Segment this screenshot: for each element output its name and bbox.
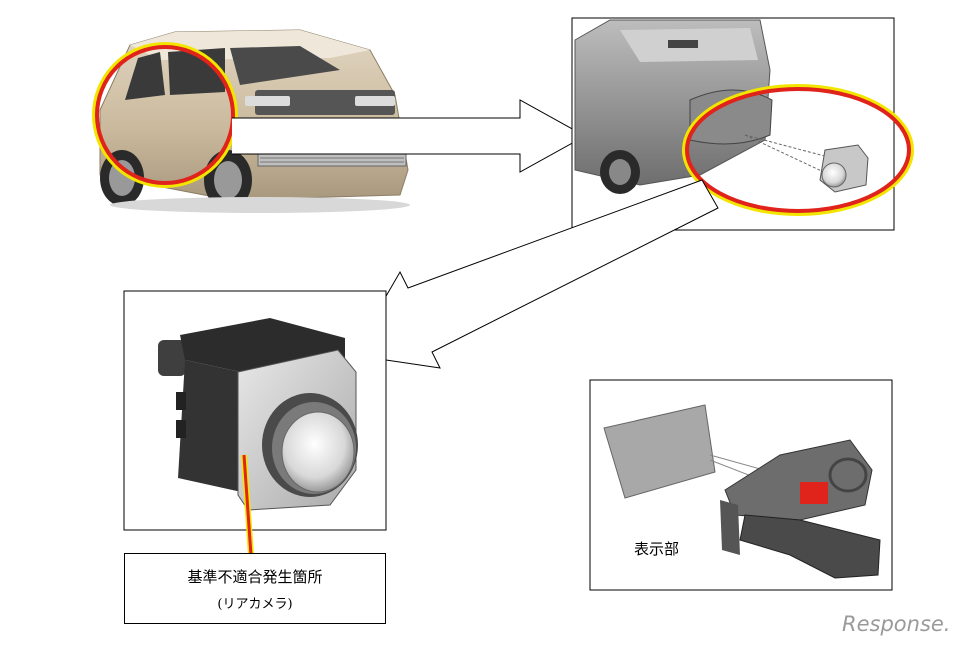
dashboard-model [603, 404, 881, 579]
defect-location-label: 基準不適合発生箇所 [187, 568, 323, 586]
rear-view-model [574, 19, 869, 194]
arrow-to-camera-detail [351, 179, 719, 369]
rear-highlight-ellipse [682, 84, 914, 216]
defect-location-label-box: 基準不適合発生箇所 (リアカメラ) [124, 553, 386, 624]
defect-location-sublabel: (リアカメラ) [217, 597, 293, 612]
defect-leader-line [241, 454, 254, 556]
car-highlight-ellipse [92, 42, 238, 188]
display-unit-label: 表示部 [634, 540, 680, 558]
camera-model [158, 318, 358, 511]
response-watermark: Response. [842, 612, 951, 636]
